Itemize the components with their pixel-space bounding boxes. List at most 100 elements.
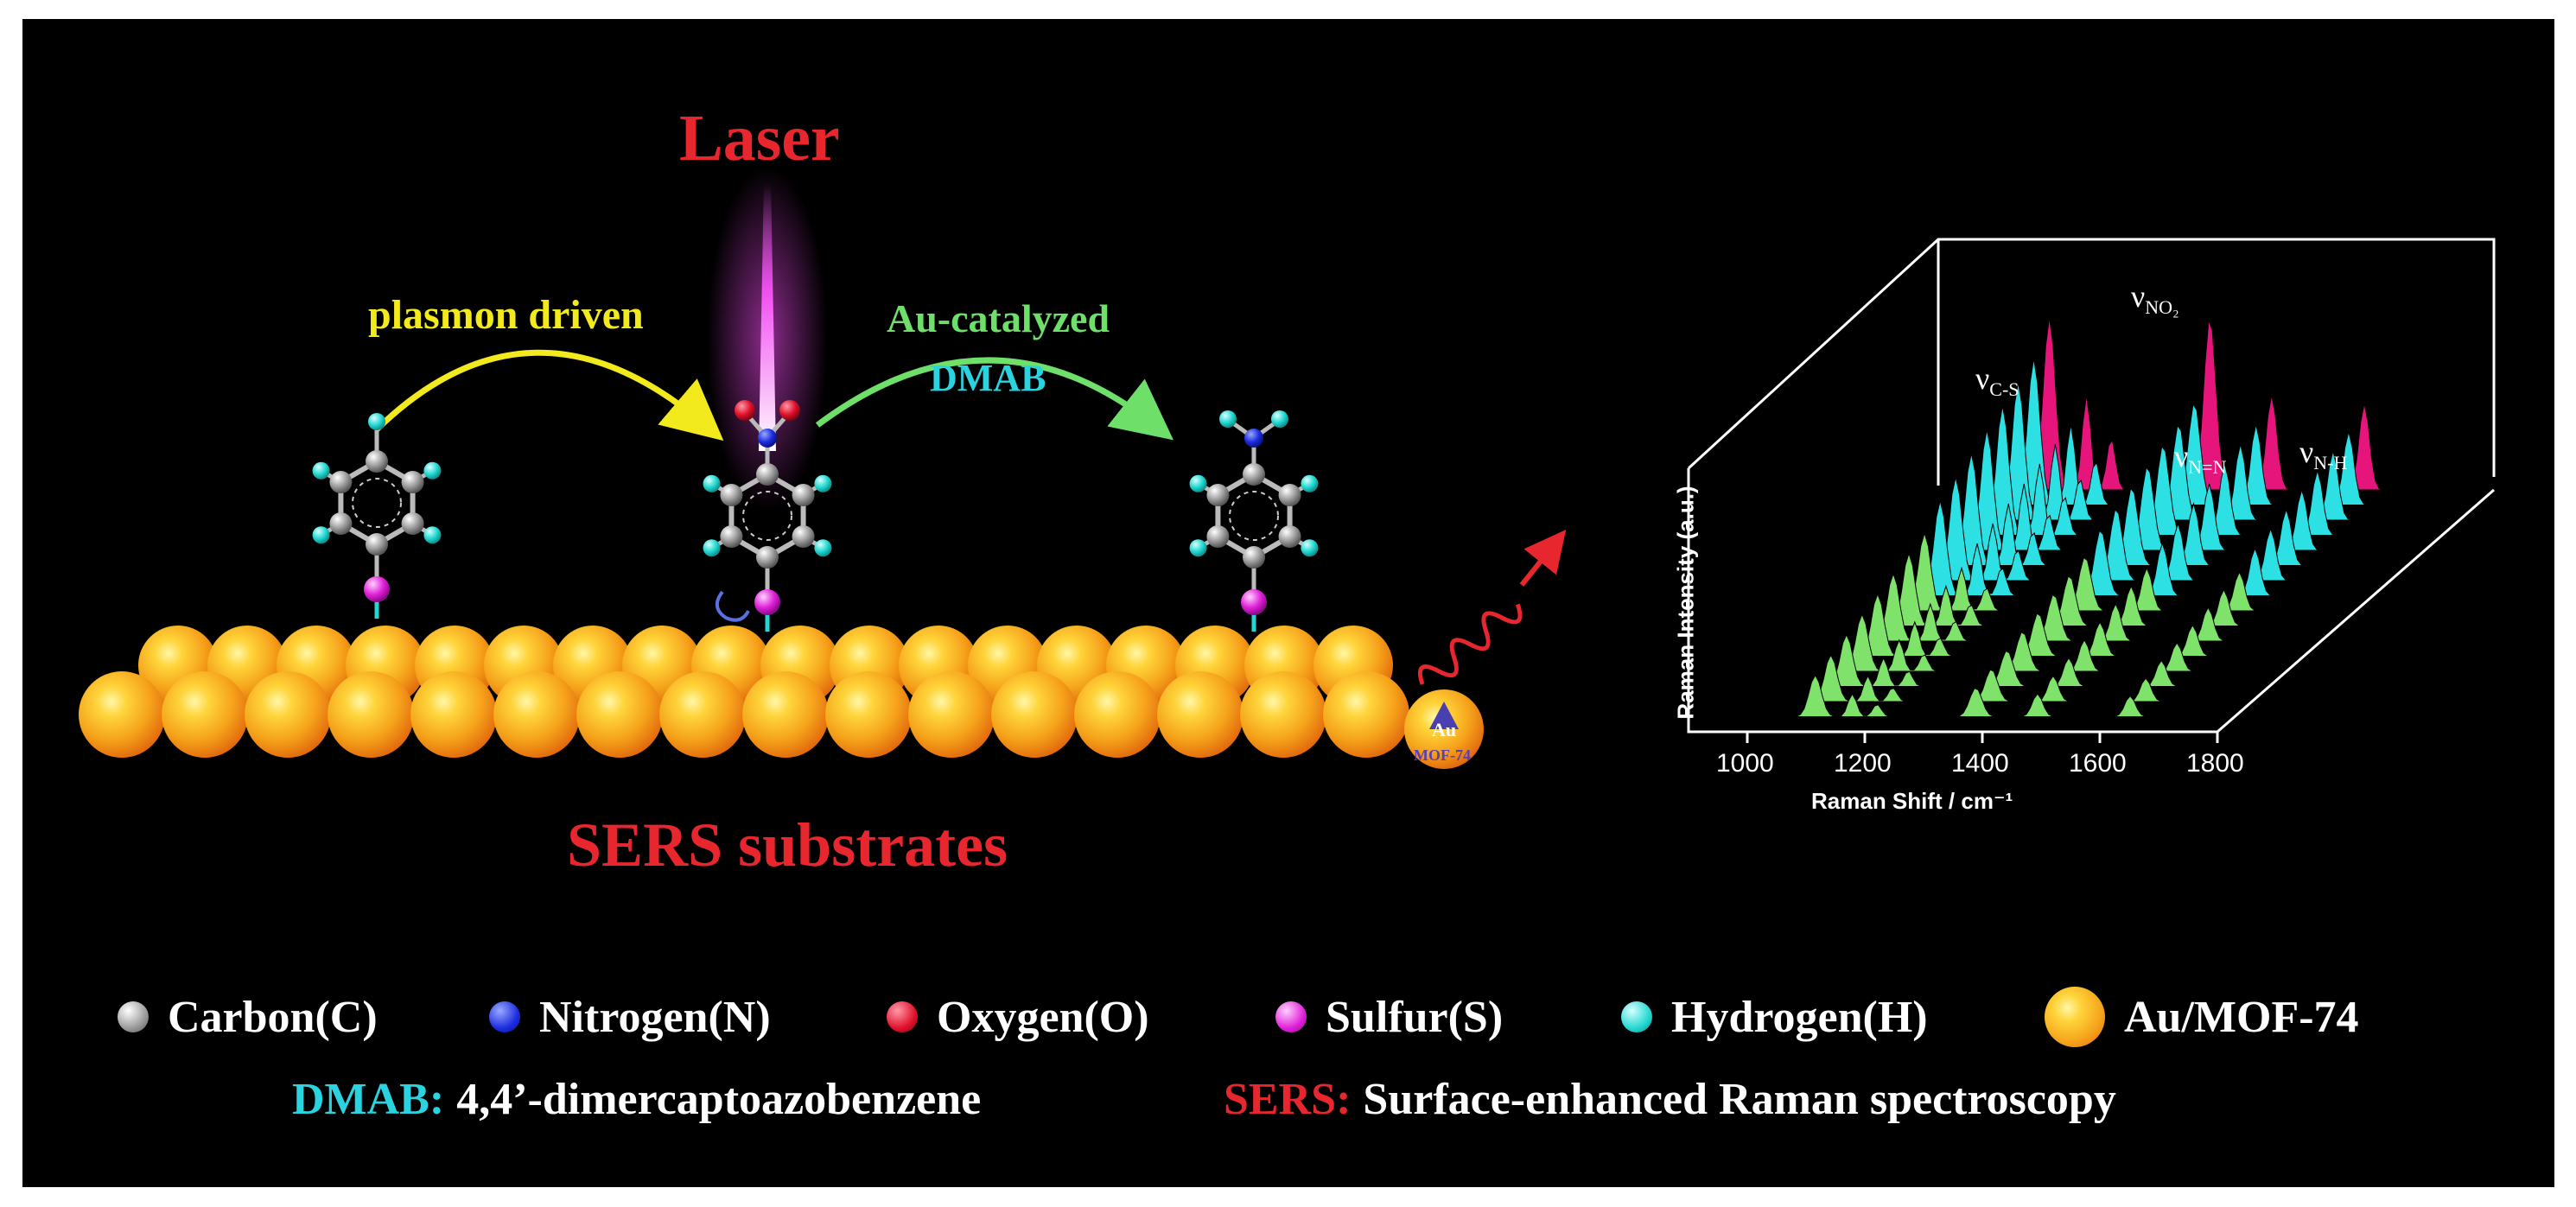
carbon-atom: [329, 512, 353, 535]
chart-y-label: Raman Intensity (a.u.): [1672, 486, 1699, 720]
aminothiophenol-molecule: [1189, 410, 1319, 632]
au-catalyzed-label: Au-catalyzed: [887, 296, 1110, 340]
hydrogen-atom: [703, 539, 721, 557]
hydrogen-atom: [1301, 539, 1319, 557]
carbon-atom: [1206, 484, 1230, 506]
legend-item-carbon: Carbon(C): [118, 978, 378, 1056]
carbon-atom-icon: [118, 1001, 149, 1032]
nitrogen-atom: [758, 429, 777, 448]
hydrogen-atom: [423, 526, 442, 544]
sulfur-atom: [754, 589, 780, 615]
carbon-atom: [720, 525, 743, 548]
peak-label-n-h: νN-H: [2299, 435, 2348, 474]
au-badge-label: Au: [1432, 719, 1457, 740]
legend-item-oxygen: Oxygen(O): [887, 978, 1149, 1056]
sulfur-atom-icon: [1275, 1001, 1307, 1032]
definition-sers: SERS: Surface-enhanced Raman spectroscop…: [1224, 1069, 2116, 1129]
gold-particle: [1323, 671, 1409, 758]
au-mof-particle-icon: [2045, 987, 2105, 1047]
gold-particle: [1240, 671, 1326, 758]
carbon-atom: [1278, 484, 1301, 506]
sulfur-atom: [364, 576, 390, 602]
chart-axes: [1687, 468, 2495, 734]
hydrogen-atom: [1189, 539, 1207, 557]
peak-label-c-s: νC-S: [1975, 361, 2019, 401]
gold-particle: [991, 671, 1078, 758]
definition-value-dmab: 4,4’-dimercaptoazobenzene: [456, 1074, 982, 1124]
gold-particle: [825, 671, 912, 758]
gold-particle: [1157, 671, 1243, 758]
laser-beam: [759, 183, 776, 451]
legend-label-oxygen: Oxygen(O): [937, 992, 1149, 1042]
hydrogen-atom: [1271, 410, 1288, 428]
carbon-atom: [1206, 525, 1230, 548]
carbon-atom: [792, 525, 815, 548]
legend-item-sulfur: Sulfur(S): [1275, 978, 1503, 1056]
thiophenol-molecule: [312, 413, 442, 619]
mof-badge-label: MOF-74: [1414, 746, 1471, 764]
raman-3d-chart: [1687, 238, 2496, 743]
legend-label-hydrogen: Hydrogen(H): [1671, 992, 1928, 1042]
scheme-graphic: [79, 166, 2496, 769]
carbon-atom: [366, 533, 388, 556]
carbon-atom: [401, 471, 424, 493]
gold-particle: [493, 671, 580, 758]
chart-box-back: [1687, 238, 2496, 477]
gold-particle: [245, 671, 331, 758]
hydrogen-atom: [423, 461, 442, 480]
legend-item-hydrogen: Hydrogen(H): [1621, 978, 1928, 1056]
x-tick-label: 1000: [1716, 749, 1774, 778]
rotation-arrow-icon: [716, 590, 750, 622]
gold-particle: [79, 671, 165, 758]
gold-particle: [576, 671, 663, 758]
carbon-atom: [720, 484, 743, 506]
plasmon-arrow: [374, 349, 724, 442]
hydrogen-atom: [1301, 474, 1319, 492]
gold-particle: [328, 671, 414, 758]
x-tick-label: 1400: [1951, 749, 2009, 778]
hydrogen-atom: [1189, 474, 1207, 492]
definition-dmab: DMAB: 4,4’-dimercaptoazobenzene: [292, 1069, 981, 1129]
scattering-wave: [1417, 603, 1523, 685]
chart-x-label: Raman Shift / cm⁻¹: [1811, 788, 2013, 814]
oxygen-atom-icon: [887, 1001, 918, 1032]
carbon-atom: [756, 463, 779, 486]
peak-label-no2: νNO₂: [2131, 279, 2179, 319]
x-axis-ticks: [1746, 732, 2219, 743]
molecules: [312, 400, 1319, 632]
oxygen-atom: [735, 400, 755, 421]
gold-particle: [659, 671, 746, 758]
hydrogen-atom: [1219, 410, 1237, 428]
definition-value-sers: Surface-enhanced Raman spectroscopy: [1363, 1074, 2116, 1124]
legend-label-au-mof: Au/MOF-74: [2124, 992, 2359, 1042]
gold-particle: [410, 671, 497, 758]
plasmon-driven-label: plasmon driven: [368, 292, 644, 338]
nitrothiophenol-molecule: [703, 400, 832, 632]
carbon-atom: [756, 546, 779, 569]
hydrogen-atom-icon: [1621, 1001, 1652, 1032]
gold-particle: [162, 671, 248, 758]
hydrogen-atom: [814, 474, 832, 492]
legend-label-nitrogen: Nitrogen(N): [539, 992, 771, 1042]
hydrogen-atom: [814, 539, 832, 557]
oxygen-atom: [779, 400, 800, 421]
gold-particle: [1074, 671, 1161, 758]
definition-key-sers: SERS:: [1224, 1074, 1352, 1124]
carbon-atom: [329, 471, 353, 493]
sers-substrates-label: SERS substrates: [567, 810, 1008, 880]
atom-legend: Carbon(C) Nitrogen(N) Oxygen(O) Sulfur(S…: [22, 978, 2554, 1056]
legend-item-nitrogen: Nitrogen(N): [489, 978, 771, 1056]
carbon-atom: [1243, 463, 1265, 486]
carbon-atom: [366, 450, 388, 473]
gold-particle: [908, 671, 995, 758]
sulfur-atom: [1241, 589, 1267, 615]
nitrogen-atom-icon: [489, 1001, 520, 1032]
hydrogen-atom: [312, 526, 330, 544]
carbon-atom: [401, 512, 424, 535]
carbon-atom: [1243, 546, 1265, 569]
spectrum-series: [1704, 674, 2261, 717]
dmab-arrow-label: DMAB: [930, 357, 1046, 399]
au-badge-triangle: [1429, 702, 1459, 729]
nitrogen-atom: [1244, 429, 1263, 448]
scattering-arrow: [1519, 529, 1567, 587]
